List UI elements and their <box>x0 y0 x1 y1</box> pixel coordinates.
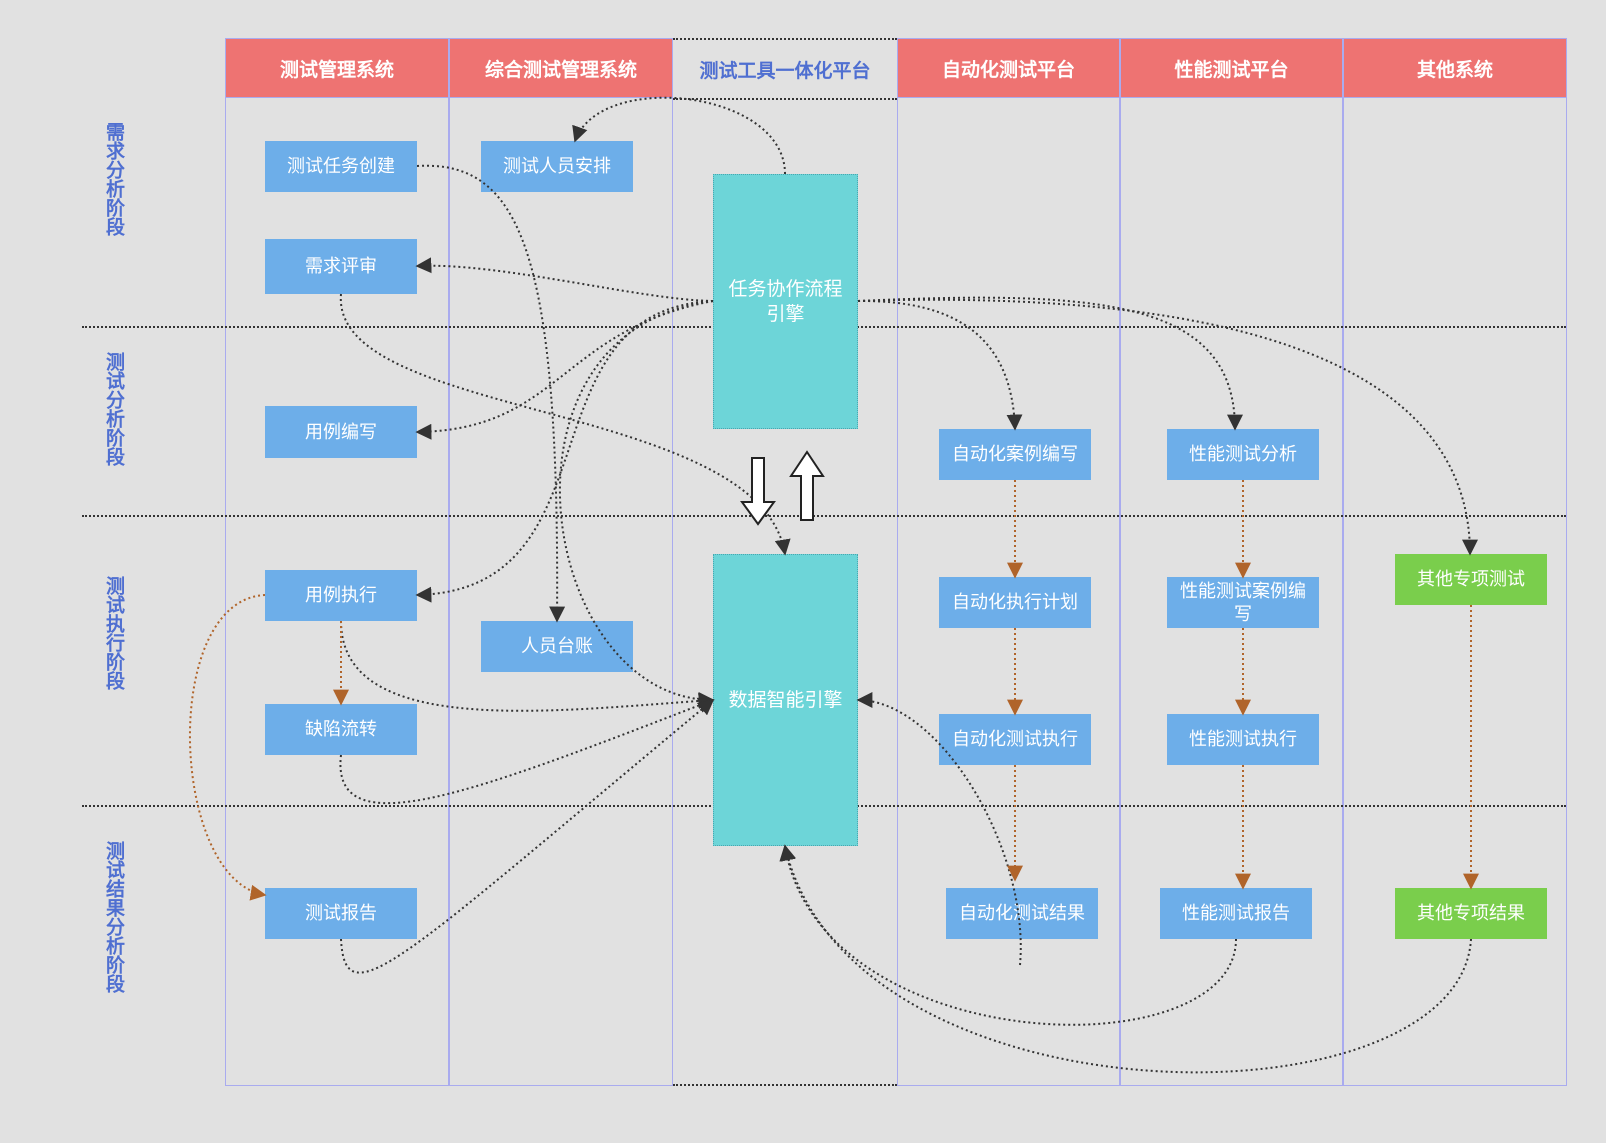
link-task-engine-to-automation-case <box>857 299 1023 431</box>
link-task-engine-to-case-execution <box>415 300 714 603</box>
node-performance-case-writing[interactable]: 性能测试案例编写 <box>1167 577 1319 628</box>
phase-label-result: 测试结果分析阶段 <box>103 841 125 993</box>
node-automation-case-writing[interactable]: 自动化案例编写 <box>939 429 1091 480</box>
link-task-engine-to-case-writing <box>415 300 714 440</box>
node-staff-arrangement[interactable]: 测试人员安排 <box>481 141 633 192</box>
link-task-engine-to-requirement-review <box>415 257 714 302</box>
node-staff-ledger[interactable]: 人员台账 <box>481 621 633 672</box>
lane-title: 自动化测试平台 <box>898 39 1119 98</box>
link-task-engine-to-other-special-test <box>857 298 1478 556</box>
link-defect-flow-to-data-engine <box>339 697 715 805</box>
link-task-engine-to-performance-analysis <box>857 296 1243 431</box>
node-other-special-result[interactable]: 其他专项结果 <box>1395 888 1547 939</box>
lane-tool-platform: 测试工具一体化平台 <box>673 38 897 1086</box>
seq-case-exec-to-report <box>189 594 267 901</box>
link-other-special-result-to-data-engine <box>780 844 1472 1074</box>
node-case-execution[interactable]: 用例执行 <box>265 570 417 621</box>
link-automation-result-to-data-engine <box>856 692 1022 966</box>
link-case-execution-to-data-engine <box>340 620 715 712</box>
link-test-report-to-data-engine <box>340 698 715 974</box>
lane-title: 综合测试管理系统 <box>450 39 672 98</box>
phase-label-execution: 测试执行阶段 <box>103 576 125 690</box>
node-automation-plan[interactable]: 自动化执行计划 <box>939 577 1091 628</box>
lane-performance-platform: 性能测试平台 <box>1120 38 1343 1086</box>
node-other-special-test[interactable]: 其他专项测试 <box>1395 554 1547 605</box>
lane-title: 性能测试平台 <box>1121 39 1342 98</box>
task-collaboration-engine[interactable]: 任务协作流程引擎 <box>713 174 858 429</box>
node-case-writing[interactable]: 用例编写 <box>265 406 417 458</box>
exchange-arrow-up <box>789 450 825 521</box>
data-intelligence-engine[interactable]: 数据智能引擎 <box>713 554 858 846</box>
node-performance-execution[interactable]: 性能测试执行 <box>1167 714 1319 765</box>
lane-automation-platform: 自动化测试平台 <box>897 38 1120 1086</box>
phase-divider <box>82 515 1566 517</box>
lane-other-systems: 其他系统 <box>1343 38 1567 1086</box>
node-defect-flow[interactable]: 缺陷流转 <box>265 704 417 755</box>
link-task-engine-to-staff-arrangement <box>572 96 786 175</box>
lane-title: 测试工具一体化平台 <box>673 40 897 100</box>
lane-title: 测试管理系统 <box>226 39 448 98</box>
node-task-create[interactable]: 测试任务创建 <box>265 141 417 192</box>
lane-integrated-test-management: 综合测试管理系统 <box>449 38 673 1086</box>
node-automation-execution[interactable]: 自动化测试执行 <box>939 714 1091 765</box>
lane-title: 其他系统 <box>1344 39 1566 98</box>
phase-label-requirements: 需求分析阶段 <box>103 122 125 236</box>
node-test-report[interactable]: 测试报告 <box>265 888 417 939</box>
link-performance-report-to-data-engine <box>779 844 1237 1026</box>
link-task-create-to-staff-ledger <box>416 164 566 623</box>
exchange-arrow-down <box>740 457 776 526</box>
lane-test-management: 测试管理系统 <box>225 38 449 1086</box>
node-performance-report[interactable]: 性能测试报告 <box>1160 888 1312 939</box>
link-task-engine-to-data-engine <box>558 300 715 708</box>
node-requirement-review[interactable]: 需求评审 <box>265 239 417 294</box>
link-requirement-review-to-data-engine <box>339 293 791 556</box>
phase-label-analysis: 测试分析阶段 <box>103 352 125 466</box>
node-performance-analysis[interactable]: 性能测试分析 <box>1167 429 1319 480</box>
node-automation-result[interactable]: 自动化测试结果 <box>946 888 1098 939</box>
